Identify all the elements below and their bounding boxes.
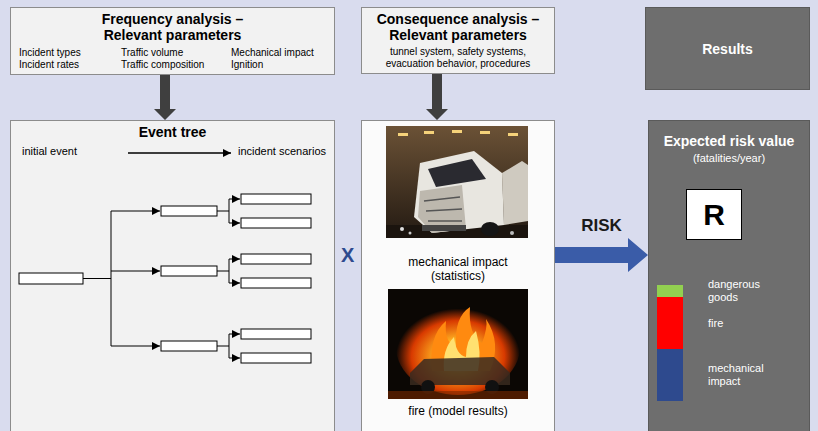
unit-text: (fatalities/year) — [651, 152, 807, 165]
parameter-text: Incident rates — [19, 59, 121, 71]
consequence-parameter-box: Consequence analysis – Relevant paramete… — [361, 7, 555, 74]
parameter-text: Mechanical impact — [231, 47, 326, 59]
block-arrow — [154, 75, 176, 120]
tree-axis-label: incident scenarios — [238, 145, 326, 158]
results-header-box: Results — [645, 7, 810, 90]
consequence-panel: mechanical impact (statistics) fire (mode… — [361, 120, 555, 431]
legend-swatch — [657, 349, 683, 401]
parameter-text: Traffic volume — [121, 47, 231, 59]
parameter-row: Incident typesIncident ratesTraffic volu… — [19, 47, 326, 71]
parameter-text: Traffic composition — [121, 59, 231, 71]
risk-value-box: R — [686, 189, 742, 240]
panel-heading: Consequence analysis – Relevant paramete… — [366, 11, 550, 43]
parameter-column: Mechanical impactIgnition — [231, 47, 326, 71]
legend-text: fire — [708, 317, 792, 330]
parameter-column: Traffic volumeTraffic composition — [121, 47, 231, 71]
parameter-text: Incident types — [19, 47, 121, 59]
edge-label: RISK — [581, 216, 622, 236]
parameter-text: tunnel system, safety systems, evacuatio… — [373, 46, 543, 70]
tree-axis-label: initial event — [22, 145, 77, 158]
panel-heading: Event tree — [11, 124, 334, 140]
parameter-column: Incident typesIncident rates — [19, 47, 121, 71]
multiply-sign: X — [341, 244, 354, 267]
frequency-parameter-box: Frequency analysis – Relevant parameters… — [10, 7, 335, 75]
event-tree-illustration — [11, 121, 336, 431]
block-arrow — [426, 74, 448, 120]
legend-swatch — [657, 297, 683, 349]
block-arrow — [555, 238, 648, 272]
legend-swatch — [657, 285, 683, 297]
legend-text: mechanical impact — [708, 362, 792, 388]
event-tree-panel: Event tree — [10, 120, 335, 431]
panel-heading: Results — [702, 41, 753, 57]
parameter-text: Ignition — [231, 59, 326, 71]
panel-heading: Expected risk value — [651, 133, 807, 149]
risk-symbol: R — [703, 198, 725, 232]
photo-caption: mechanical impact (statistics) — [398, 255, 518, 283]
panel-heading: Frequency analysis – Relevant parameters — [73, 11, 273, 43]
legend-text: dangerous goods — [708, 278, 792, 304]
photo-caption: fire (model results) — [378, 404, 538, 418]
